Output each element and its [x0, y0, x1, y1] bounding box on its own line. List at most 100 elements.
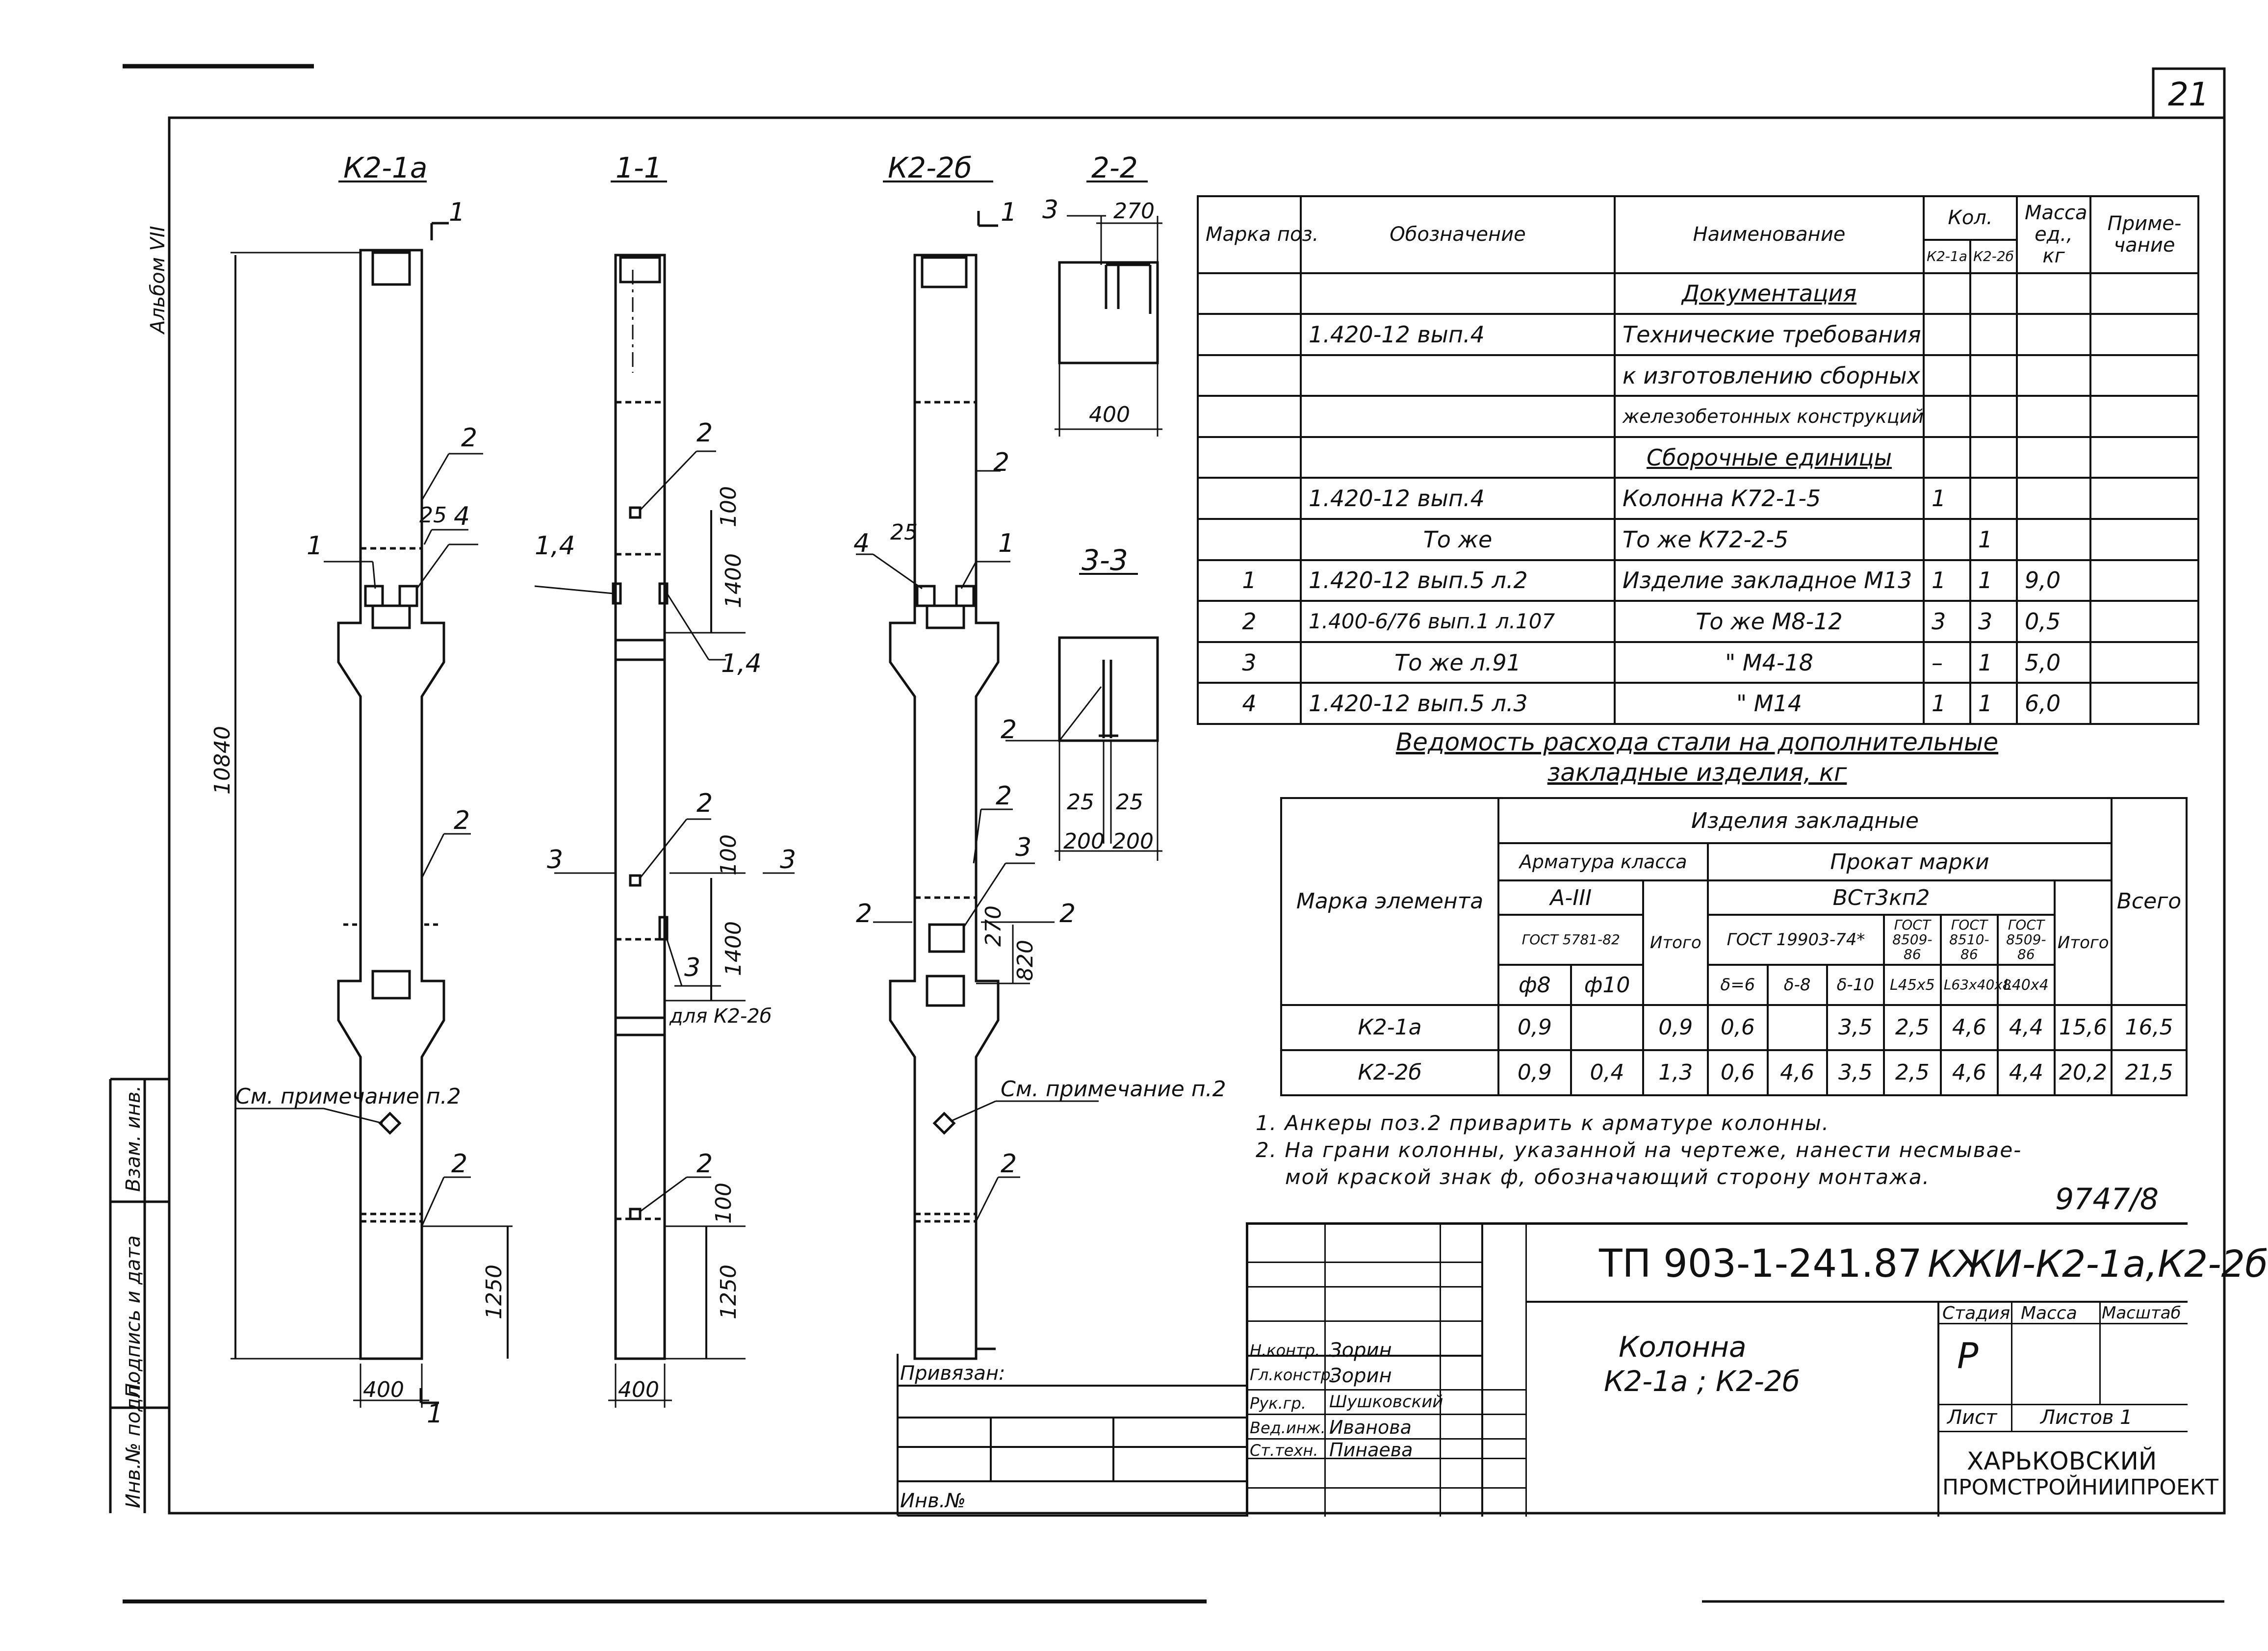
- note-2-line-2: мой краской знак ф, обозначающий сторону…: [1285, 1165, 1930, 1189]
- column-k22b-outline: [889, 254, 1000, 1360]
- cut-mark-2-left: 2: [856, 899, 872, 929]
- cut-mark-2-right: 2: [1059, 899, 1076, 929]
- col-header-grand-total: Всего: [2110, 797, 2188, 1006]
- stage-value: Р: [1957, 1335, 1979, 1376]
- col-header-gost-8509b: ГОСТ 8509-86: [1996, 914, 2056, 966]
- pos-2-f: 2: [696, 1149, 713, 1179]
- col-header-rebar: Арматура класса: [1497, 842, 1709, 882]
- col-header-note: Приме-чание: [2089, 195, 2199, 274]
- cut-mark-1-bottom: 1: [427, 1399, 443, 1429]
- col-header-gost-rebar: ГОСТ 5781-82: [1497, 914, 1645, 966]
- left-strip-inv-orig: Инв.№ подл.: [122, 1379, 145, 1508]
- dim-25-b: 25: [1116, 790, 1143, 815]
- dim-270-top: 270: [1113, 199, 1155, 224]
- note-2-line-1: 2. На грани колонны, указанной на чертеж…: [1256, 1138, 2022, 1162]
- page-number-box: [2152, 67, 2226, 119]
- steel-title-line-2: закладные изделия, кг: [1547, 758, 1847, 787]
- col-header-t8: δ-8: [1766, 964, 1828, 1006]
- dim-1250-b: 1250: [716, 1264, 741, 1319]
- pos-2-e: 2: [696, 789, 713, 818]
- dim-200-b: 200: [1112, 829, 1154, 854]
- left-strip-signature: Подпись и дата: [122, 1236, 145, 1398]
- page-number: 21: [2168, 76, 2209, 113]
- pos-3-b: 3: [1015, 833, 1031, 862]
- left-strip-inv-replace: Взам. инв.: [122, 1085, 145, 1192]
- table-row: железобетонных конструкций: [1197, 395, 2199, 438]
- col-header-l45: L45х5: [1882, 964, 1942, 1006]
- steel-consumption-table: Марка элемента Изделия закладные Всего А…: [1280, 797, 2188, 1097]
- section-22-outline: [1058, 261, 1159, 364]
- col-header-steel-grade: ВСт3кп2: [1707, 879, 2056, 916]
- dim-400-sec: 400: [1089, 402, 1130, 427]
- col-header-qty: Кол.: [1923, 195, 2018, 241]
- specification-table: Марка поз. Обозначение Наименование Кол.…: [1197, 195, 2199, 725]
- signer-role: Н.контр.: [1250, 1341, 1320, 1360]
- signer-role: Гл.констр.: [1250, 1366, 1336, 1384]
- pos-2-j: 2: [1001, 715, 1017, 745]
- col-header-t10: δ-10: [1826, 964, 1885, 1006]
- dim-total-height: 10840: [210, 726, 235, 795]
- pos-2-h: 2: [996, 781, 1012, 811]
- dim-25-d: 25: [890, 520, 918, 545]
- col-header-rolled: Прокат марки: [1707, 842, 2113, 882]
- pos-4-a: 4: [454, 502, 470, 531]
- object-name-line-2: К2-1а ; К2-2б: [1604, 1365, 1800, 1398]
- col-header-rebar-class: А-III: [1497, 879, 1645, 916]
- mass-label: Масса: [2021, 1303, 2077, 1323]
- pos-3-a: 3: [684, 953, 700, 982]
- view-title-k22b: К2-2б: [888, 151, 972, 184]
- col-header-gost-8510: ГОСТ 8510-86: [1939, 914, 1999, 966]
- signer-name: Пинаева: [1329, 1439, 1413, 1461]
- section-documentation: Документация: [1614, 272, 1925, 315]
- dim-200-a: 200: [1063, 829, 1105, 854]
- dim-25-c: 25: [419, 503, 447, 528]
- col-header-d8: ф8: [1497, 964, 1572, 1006]
- cut-mark-3-right: 3: [780, 845, 796, 875]
- sheet-frame: [168, 116, 2226, 1515]
- col-header-l40: L40х4: [1996, 964, 2056, 1006]
- col-header-total-rebar: Итого: [1642, 879, 1709, 1006]
- col-header-embedded-items: Изделия закладные: [1497, 797, 2113, 845]
- title-block: Привязан: Инв.№ ТП 903-1-241.87 КЖИ-К2-1…: [900, 1222, 2268, 1517]
- pos-1-a: 1: [307, 531, 323, 561]
- cut-mark-1-top: 1: [449, 198, 465, 227]
- signer-name: Иванова: [1329, 1417, 1412, 1438]
- scale-label: Масштаб: [2102, 1303, 2181, 1323]
- project-code: ТП 903-1-241.87: [1599, 1242, 1922, 1286]
- org-line-2: ПРОМСТРОЙНИИПРОЕКТ: [1942, 1475, 2218, 1500]
- signer-role: Рук.гр.: [1250, 1394, 1307, 1413]
- table-row: Документация: [1197, 272, 2199, 315]
- dim-270-mid: 270: [981, 905, 1006, 947]
- view-title-section-22: 2-2: [1091, 151, 1138, 184]
- col-header-mass: Масса ед., кг: [2016, 195, 2091, 274]
- pos-3-c: 3: [1042, 195, 1058, 225]
- col-header-d10: ф10: [1570, 964, 1645, 1006]
- pos-1-b: 1: [998, 529, 1014, 558]
- column-k21a-outline: [337, 249, 445, 1360]
- signer-name: Зорин: [1329, 1339, 1392, 1362]
- section-11-outline: [612, 254, 669, 1360]
- pos-14-a: 1,4: [535, 531, 575, 561]
- pos-2-b: 2: [454, 806, 470, 835]
- sheet-code: КЖИ-К2-1а,К2-2б: [1928, 1242, 2268, 1286]
- steel-table-title: Ведомость расхода стали на дополнительны…: [1314, 727, 2080, 788]
- col-header-mark: Марка поз.: [1197, 195, 1318, 274]
- stage-label: Стадия: [1942, 1303, 2010, 1323]
- signer-name: Зорин: [1329, 1365, 1392, 1387]
- org-line-1: ХАРЬКОВСКИЙ: [1967, 1447, 2157, 1475]
- view-title-section-33: 3-3: [1082, 543, 1128, 577]
- object-name-line-1: Колонна: [1619, 1330, 1747, 1364]
- dim-1250-a: 1250: [482, 1264, 507, 1319]
- sheets-label: Листов 1: [2040, 1406, 2133, 1429]
- album-label: Альбом VII: [147, 226, 169, 335]
- signer-name: Шушковский: [1329, 1392, 1443, 1412]
- note-ref-k21a: См. примечание п.2: [235, 1084, 461, 1109]
- pos-4-b: 4: [853, 529, 870, 558]
